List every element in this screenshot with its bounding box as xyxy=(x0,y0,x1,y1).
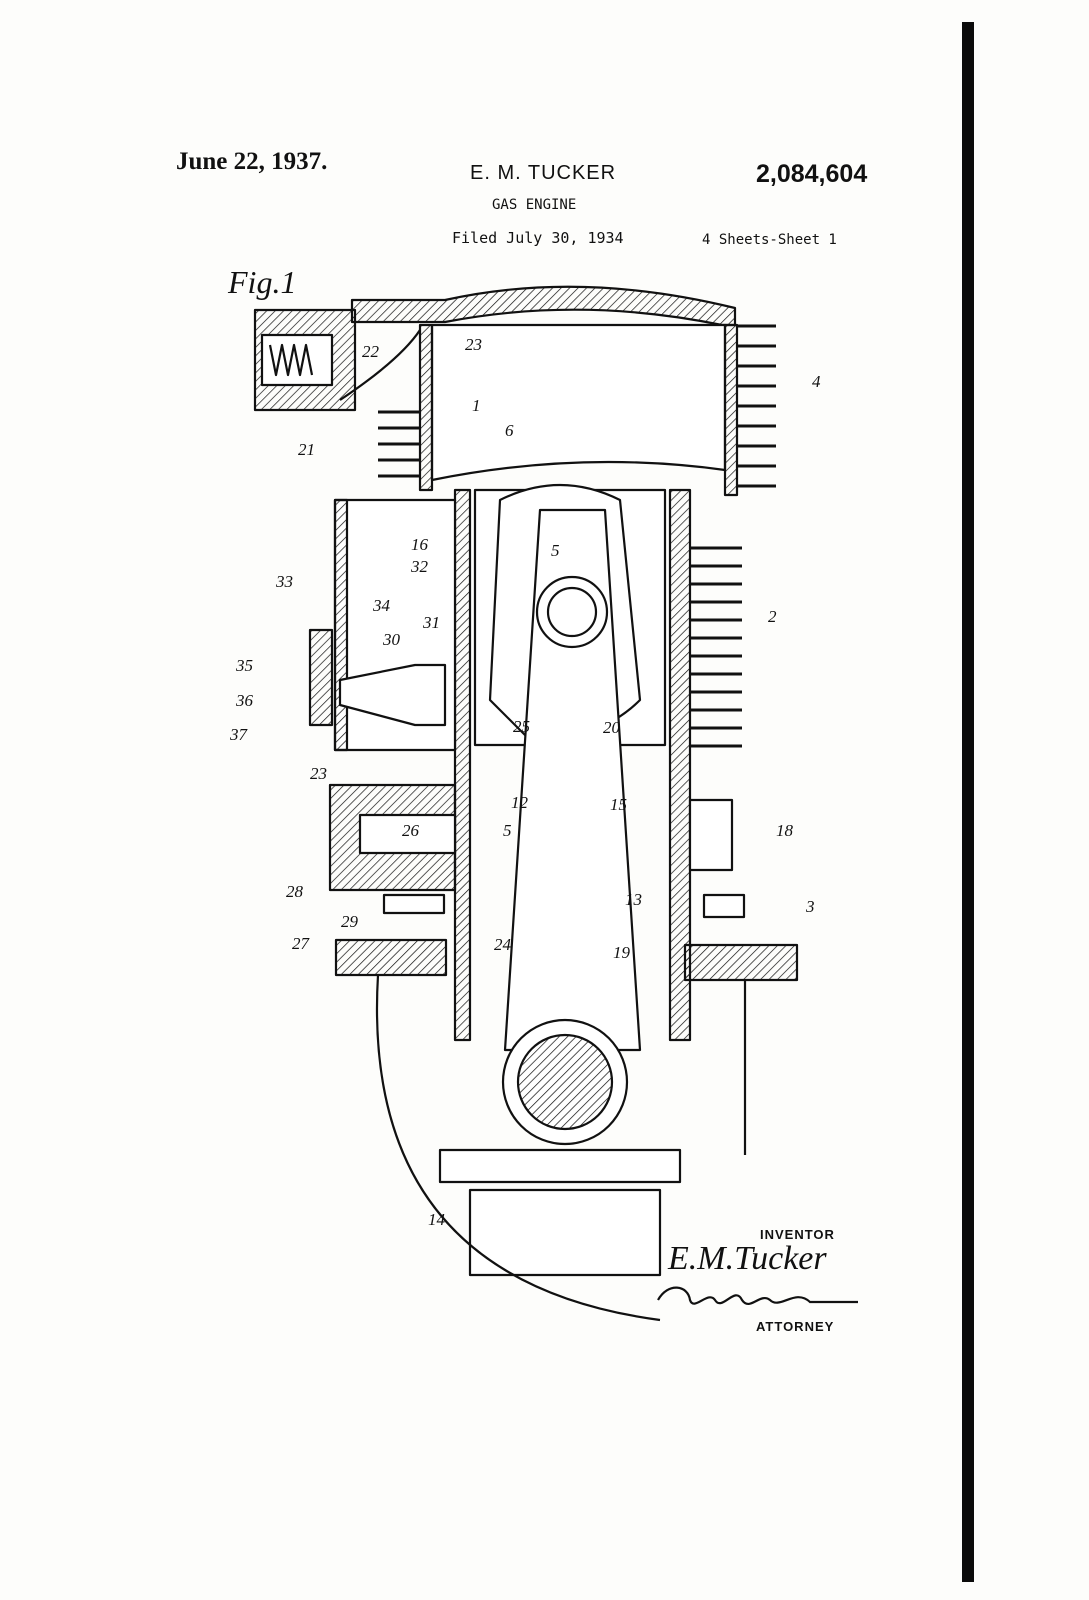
ref-28: 28 xyxy=(286,882,304,901)
ref-13: 13 xyxy=(625,890,642,909)
ref-27: 27 xyxy=(292,934,311,953)
ref-16: 16 xyxy=(411,535,429,554)
inventor-label: INVENTOR xyxy=(760,1227,835,1242)
cylinder-wall-left xyxy=(453,488,472,1042)
ref-14: 14 xyxy=(428,1210,446,1229)
ref-5-lower: 5 xyxy=(503,821,512,840)
base-flange-left xyxy=(334,938,448,977)
ref-6: 6 xyxy=(505,421,514,440)
cylinder-head xyxy=(350,285,737,327)
cylinder-wall-right xyxy=(668,488,692,1042)
ref-23-top: 23 xyxy=(465,335,482,354)
rod-cap xyxy=(438,1148,682,1184)
ref-2: 2 xyxy=(768,607,777,626)
reference-numerals: 23 22 21 1 6 4 16 5 33 32 34 31 30 35 36… xyxy=(229,335,821,1229)
figure-label: Fig.1 xyxy=(228,264,297,300)
valve-spring xyxy=(268,343,314,377)
connecting-rod xyxy=(503,508,642,1052)
head-left-wall xyxy=(418,323,434,492)
patent-number: 2,084,604 xyxy=(756,160,868,188)
combustion-chamber xyxy=(430,323,727,482)
transfer-curve xyxy=(339,329,421,401)
ref-12: 12 xyxy=(511,793,529,812)
ref-35: 35 xyxy=(235,656,253,675)
ref-4-top: 4 xyxy=(812,372,821,391)
head-left-fins xyxy=(378,410,420,478)
base-flange-right xyxy=(683,943,799,982)
inventor-signature: E.M.Tucker xyxy=(668,1240,827,1277)
spark-plug xyxy=(338,663,447,727)
ref-37: 37 xyxy=(229,725,249,744)
attorney-label: ATTORNEY xyxy=(756,1319,835,1334)
ref-23-lower: 23 xyxy=(310,764,327,783)
ref-31: 31 xyxy=(422,613,440,632)
ref-3: 3 xyxy=(805,897,815,916)
ref-25: 25 xyxy=(513,717,530,736)
ref-5-top: 5 xyxy=(551,541,560,560)
ref-30: 30 xyxy=(382,630,401,649)
crank-web xyxy=(468,1188,662,1277)
cylinder-right-fins xyxy=(690,546,742,748)
head-right-fins xyxy=(737,324,776,488)
ref-19: 19 xyxy=(613,943,631,962)
ref-32: 32 xyxy=(410,557,429,576)
ref-22: 22 xyxy=(362,342,380,361)
inventor-name: E. M. TUCKER xyxy=(470,162,617,184)
ref-21: 21 xyxy=(298,440,315,459)
ref-15: 15 xyxy=(610,795,627,814)
ref-34: 34 xyxy=(372,596,391,615)
ref-18: 18 xyxy=(776,821,794,840)
crankcase xyxy=(375,974,661,1322)
ref-29: 29 xyxy=(341,912,359,931)
scan-edge-bar xyxy=(962,22,974,1582)
ref-24: 24 xyxy=(494,935,512,954)
patent-title: GAS ENGINE xyxy=(492,197,577,213)
filed-date: Filed July 30, 1934 xyxy=(452,229,624,247)
bypass-26 xyxy=(358,813,457,855)
attorney-signature xyxy=(657,1286,858,1306)
exhaust-outlet-18 xyxy=(688,798,734,872)
head-right-wall xyxy=(723,323,739,497)
patent-date: June 22, 1937. xyxy=(176,148,328,175)
ref-20: 20 xyxy=(603,718,621,737)
ref-1: 1 xyxy=(472,396,481,415)
ref-33: 33 xyxy=(275,572,293,591)
ref-26: 26 xyxy=(402,821,420,840)
spark-plug-mount xyxy=(308,628,334,727)
ref-36: 36 xyxy=(235,691,254,710)
sheet-count: 4 Sheets-Sheet 1 xyxy=(702,232,837,248)
